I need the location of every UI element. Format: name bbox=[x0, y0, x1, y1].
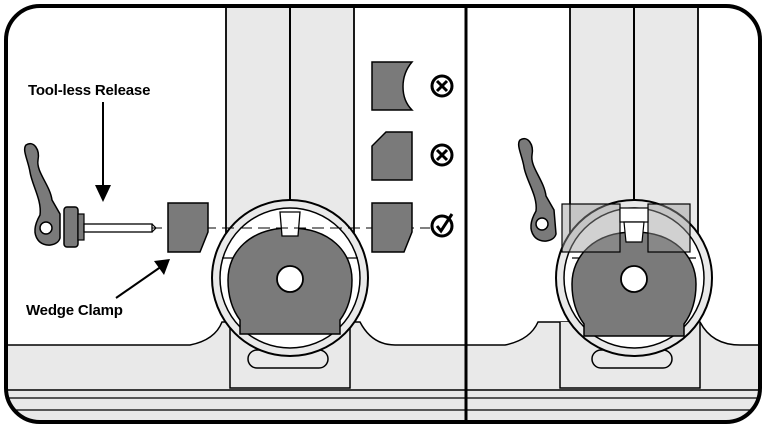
wedge-clamp bbox=[167, 202, 209, 253]
wedge-option-chamfered bbox=[371, 131, 413, 181]
x-circle-icon bbox=[430, 74, 454, 98]
release-knob bbox=[63, 206, 79, 248]
wedge-installed-right bbox=[647, 203, 691, 253]
wedge-option-concave bbox=[371, 61, 414, 111]
check-circle-icon bbox=[430, 213, 454, 238]
right-panel bbox=[465, 6, 760, 422]
x-circle-icon bbox=[430, 143, 454, 167]
release-pin bbox=[83, 223, 153, 233]
release-lever bbox=[23, 143, 61, 246]
tool-less-release-label: Tool-less Release bbox=[28, 82, 151, 99]
wedge-option-correct bbox=[371, 202, 413, 253]
left-panel bbox=[6, 6, 467, 422]
hub-center bbox=[276, 265, 304, 293]
wedge-clamp-label: Wedge Clamp bbox=[26, 302, 123, 319]
arrow-wedge bbox=[115, 265, 163, 299]
release-lever-installed bbox=[517, 138, 557, 242]
frame bbox=[4, 4, 762, 424]
wedge-installed-left bbox=[561, 203, 621, 253]
